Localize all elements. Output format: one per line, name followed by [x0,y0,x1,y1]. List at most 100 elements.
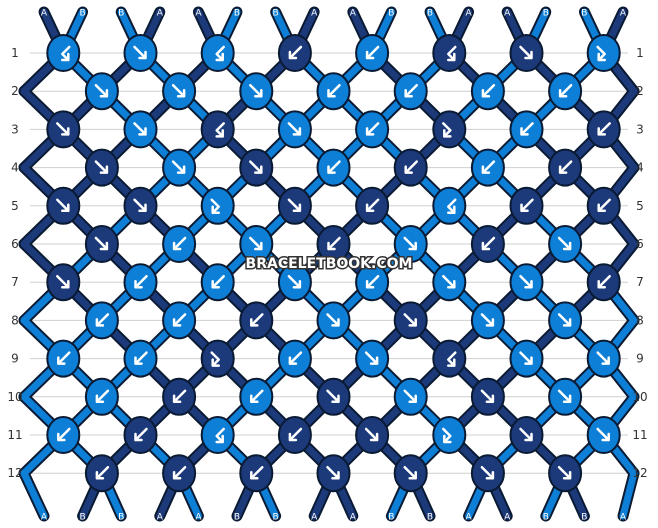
knot [316,148,351,187]
knot-direction-arrow-icon [442,274,456,289]
knot [123,416,158,454]
knot [84,72,119,111]
knot [200,416,235,454]
knot [548,72,583,111]
knot-direction-arrow-icon [365,122,380,136]
strand-segment [20,469,48,520]
strand-label-bottom: B [118,513,124,523]
knot-direction-arrow-icon [520,198,534,213]
knot [355,263,390,302]
knot [586,339,621,378]
knot [470,454,505,493]
knot-direction-arrow-icon [210,198,220,215]
knot [355,110,390,149]
knot-direction-arrow-icon [171,160,186,174]
knot-direction-arrow-icon [442,122,452,138]
knot-direction-arrow-icon [326,313,340,327]
knot-direction-arrow-icon [287,122,302,136]
strand-label-top: B [581,9,587,19]
knot-direction-arrow-icon [287,198,302,213]
knot-direction-arrow-icon [447,198,457,215]
row-number-right: 5 [636,199,644,213]
strand-label-top: B [234,9,240,19]
row-number-left: 6 [11,237,19,251]
row-number-right: 2 [636,84,644,98]
knot-direction-arrow-icon [172,389,187,404]
knot-direction-arrow-icon [215,45,225,62]
knot [393,225,428,263]
strand-label-top: B [427,9,433,19]
row-number-left: 8 [11,313,19,327]
row-number-left: 4 [11,161,19,175]
strand-label-bottom: B [581,513,587,523]
knot [470,225,505,263]
knot-direction-arrow-icon [557,236,572,251]
knot [316,72,351,111]
knot-direction-arrow-icon [597,122,611,136]
knot-direction-arrow-icon [56,274,70,289]
knot [355,339,390,378]
knot-direction-arrow-icon [403,313,417,327]
knot [239,377,274,416]
row-number-right: 1 [636,46,644,60]
knot-direction-arrow-icon [134,427,148,442]
knot [432,416,467,454]
row-number-left: 10 [7,390,22,404]
knot [84,225,119,263]
strand-label-bottom: A [157,513,164,523]
strand-label-bottom: A [466,513,473,523]
strand-label-top: B [388,9,394,19]
knot [316,454,351,493]
strand-label-bottom: B [80,513,86,523]
knot-direction-arrow-icon [404,83,418,98]
knot-direction-arrow-icon [597,198,611,213]
strand-label-top: B [80,9,86,19]
knot [586,416,621,454]
knot [586,263,621,302]
knot-direction-arrow-icon [134,351,148,365]
knot-direction-arrow-icon [94,236,109,251]
knot [277,110,312,149]
knot [46,186,81,225]
knot-direction-arrow-icon [558,83,573,98]
knot-direction-arrow-icon [211,274,225,289]
knot-direction-arrow-icon [250,313,264,327]
knot [162,225,197,263]
knot-direction-arrow-icon [403,236,417,251]
strand-label-bottom: A [195,513,202,523]
knot-direction-arrow-icon [558,160,573,174]
strand-label-top: A [504,9,511,19]
knot [470,72,505,111]
knot [277,186,312,225]
knot-direction-arrow-icon [215,122,225,138]
knot [123,34,158,72]
knot-direction-arrow-icon [94,83,109,98]
row-number-right: 4 [636,161,644,175]
knot [355,34,390,72]
row-number-right: 9 [636,352,644,366]
knot-direction-arrow-icon [56,122,70,136]
knot [84,301,119,340]
strand-label-bottom: A [41,513,48,523]
knot-direction-arrow-icon [326,465,340,480]
row-number-left: 7 [11,275,19,289]
strand-label-top: A [620,9,627,19]
knot-direction-arrow-icon [480,313,495,327]
knot-direction-arrow-icon [403,389,417,404]
knot [46,110,81,149]
knot [432,186,467,225]
knot-direction-arrow-icon [95,313,110,327]
knot [432,110,467,149]
knot-direction-arrow-icon [557,389,572,404]
knot [432,263,467,302]
strand-label-bottom: B [543,513,549,523]
strand-label-bottom: A [620,513,627,523]
knot [509,339,544,378]
strand-label-bottom: B [273,513,279,523]
row-number-left: 3 [11,122,19,136]
row-number-right: 10 [632,390,647,404]
knot-direction-arrow-icon [250,465,264,480]
knot-direction-arrow-icon [365,274,380,289]
knot-direction-arrow-icon [94,160,109,174]
